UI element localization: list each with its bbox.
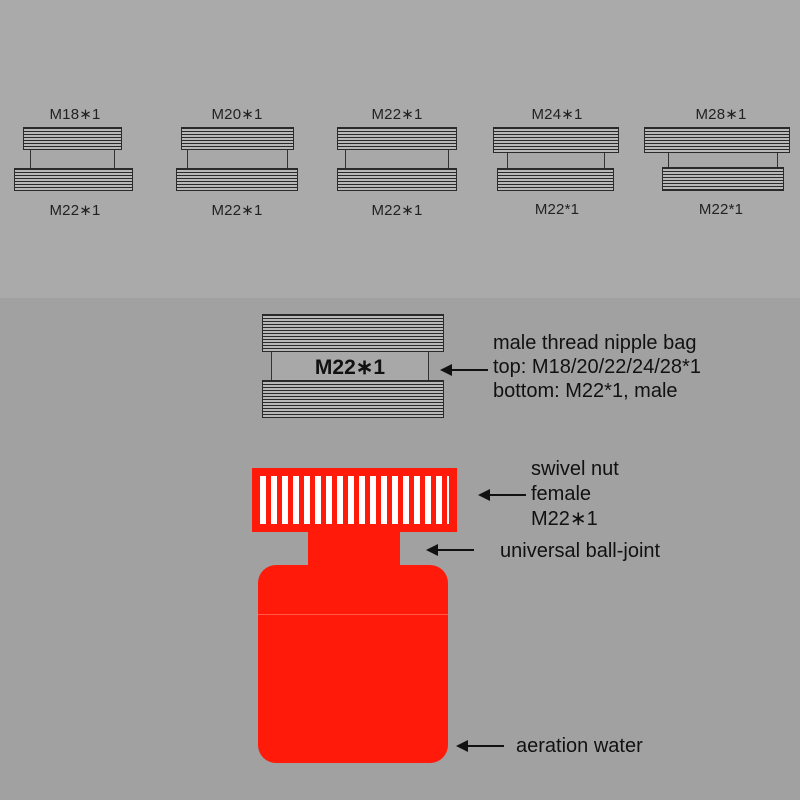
nipple-bottom-spec: bottom: M22*1, male xyxy=(493,380,678,402)
top-thread xyxy=(181,127,294,150)
fitting-bottom-label: M22*1 xyxy=(698,201,744,218)
swivel-nut xyxy=(252,468,457,532)
nut-label-line2: female xyxy=(531,483,592,505)
fitting-top-label: M28∗1 xyxy=(695,106,747,123)
fitting-top-label: M20∗1 xyxy=(211,106,263,123)
nipple-arrow xyxy=(440,364,488,376)
fitting-bottom-label: M22*1 xyxy=(534,201,580,218)
neck xyxy=(187,150,288,168)
bottom-thread xyxy=(662,167,784,191)
neck xyxy=(30,150,115,168)
top-thread xyxy=(337,127,457,150)
nipple-top-spec: top: M18/20/22/24/28*1 xyxy=(493,356,701,378)
nipple-neck-label: M22∗1 xyxy=(314,356,386,379)
bottom-thread xyxy=(337,168,457,191)
nipple-neck xyxy=(271,352,429,380)
nut-grip-ribs xyxy=(260,476,449,524)
ball-joint xyxy=(308,532,400,565)
bottom-thread xyxy=(497,168,614,191)
aerator-seam xyxy=(258,614,448,615)
neck xyxy=(507,153,605,168)
bottom-thread xyxy=(14,168,133,191)
nipple-bottom-thread xyxy=(262,380,444,418)
neck xyxy=(668,153,778,167)
nut-label-line1: swivel nut xyxy=(531,458,619,480)
fitting-bottom-label: M22∗1 xyxy=(371,202,423,219)
aerator-label: aeration water xyxy=(516,735,643,757)
aerator-body xyxy=(258,565,448,763)
nut-label-line3: M22∗1 xyxy=(531,508,598,530)
nut-arrow xyxy=(478,489,526,501)
top-thread xyxy=(493,127,619,153)
nipple-top-thread xyxy=(262,314,444,352)
fitting-top-label: M24∗1 xyxy=(531,106,583,123)
fitting-top-label: M18∗1 xyxy=(49,106,101,123)
fitting-bottom-label: M22∗1 xyxy=(211,202,263,219)
top-thread xyxy=(644,127,790,153)
nipple-title: male thread nipple bag xyxy=(493,332,697,354)
aerator-arrow xyxy=(456,740,504,752)
fitting-bottom-label: M22∗1 xyxy=(49,202,101,219)
fitting-top-label: M22∗1 xyxy=(371,106,423,123)
top-thread xyxy=(23,127,122,150)
neck xyxy=(345,150,449,168)
joint-arrow xyxy=(426,544,474,556)
bottom-thread xyxy=(176,168,298,191)
joint-label: universal ball-joint xyxy=(500,540,661,562)
